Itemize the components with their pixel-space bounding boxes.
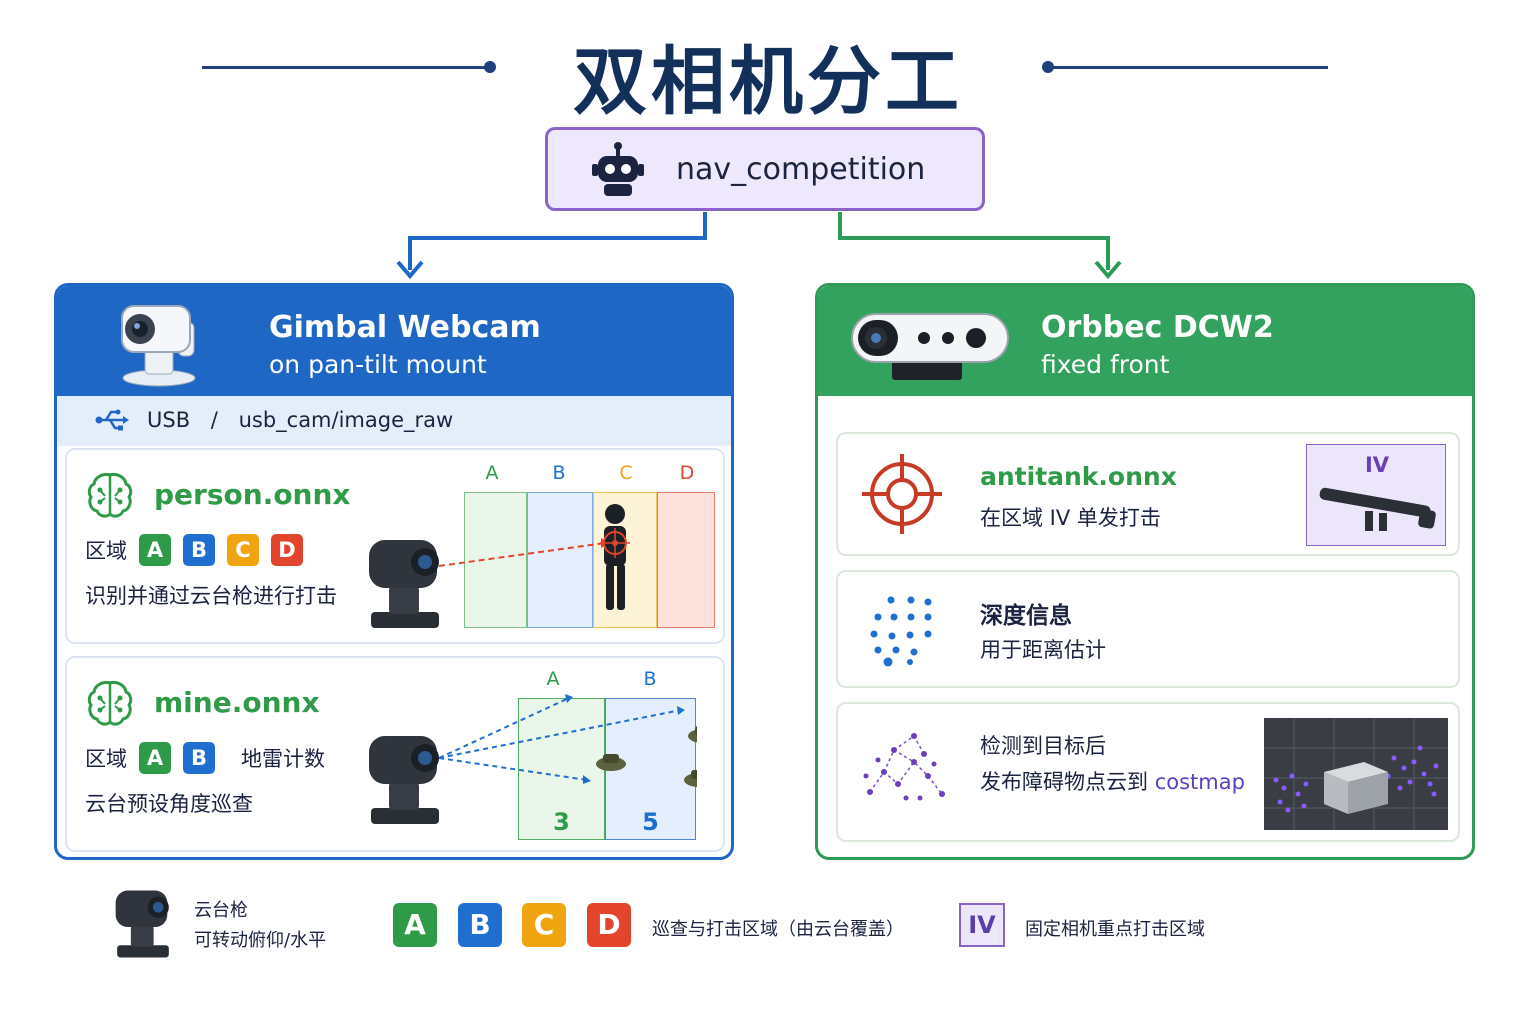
connector-left xyxy=(408,212,707,270)
costmap-line1: 检测到目标后 xyxy=(980,734,1106,758)
badge-zone-b: B xyxy=(183,742,215,774)
title-line-right xyxy=(1048,66,1328,69)
gimbal-webcam-panel: Gimbal Webcam on pan-tilt mount USB / us… xyxy=(54,283,734,860)
depth-title: 深度信息 xyxy=(980,603,1072,629)
diagram-zone-label-b: B xyxy=(643,668,657,690)
person-target-figure xyxy=(438,504,630,610)
brain-icon xyxy=(87,473,133,518)
webcam-icon xyxy=(121,305,196,387)
crosshair-icon xyxy=(862,454,942,534)
orbbec-title: Orbbec DCW2 xyxy=(1041,310,1274,345)
person-model-card: person.onnx 区域 A B C D 识别并通过云台枪进行打击 A B … xyxy=(65,448,725,644)
fixed-zone-iv: IV xyxy=(1306,444,1446,546)
diagram-zone-label-d: D xyxy=(679,462,695,484)
orbbec-panel: Orbbec DCW2 fixed front antitank.onnx 在区… xyxy=(815,283,1475,860)
badge-zone-a: A xyxy=(139,534,171,566)
antitank-card: antitank.onnx 在区域 IV 单发打击 IV xyxy=(836,432,1460,556)
connector-right xyxy=(838,212,1110,270)
costmap-card: 检测到目标后 发布障碍物点云到 costmap xyxy=(836,702,1460,842)
mine-count-label: 地雷计数 xyxy=(241,747,325,771)
mine-model-card: mine.onnx 区域 A B 地雷计数 云台预设角度巡查 A B xyxy=(65,656,725,852)
depth-card: 深度信息 用于距离估计 xyxy=(836,570,1460,688)
diagram-zone-d xyxy=(657,492,715,628)
gimbal-webcam-subtitle: on pan-tilt mount xyxy=(269,350,487,379)
connector-arrows xyxy=(396,212,1122,280)
gimbal-webcam-header: Gimbal Webcam on pan-tilt mount xyxy=(57,286,731,396)
root-node[interactable]: nav_competition xyxy=(545,127,985,211)
legend-zones-text: 巡查与打击区域（由云台覆盖） xyxy=(652,919,904,940)
antitank-description: 在区域 IV 单发打击 xyxy=(980,506,1161,530)
diagram-zone-a xyxy=(518,698,605,840)
legend-badge-b: B xyxy=(458,903,502,947)
legend-fixed-text: 固定相机重点打击区域 xyxy=(1025,919,1205,940)
robot-icon xyxy=(592,142,644,196)
legend-badge-iv: IV xyxy=(959,903,1005,947)
diagram-zone-label-a: A xyxy=(485,462,499,484)
title-dot-right xyxy=(1042,61,1054,73)
mine-model-name: mine.onnx xyxy=(154,686,320,719)
usb-label: USB xyxy=(147,408,191,432)
depth-description: 用于距离估计 xyxy=(980,638,1106,662)
depth-camera-icon xyxy=(851,313,1009,380)
orbbec-subtitle: fixed front xyxy=(1041,350,1170,379)
mine-description: 云台预设角度巡查 xyxy=(85,792,253,816)
title-line-left xyxy=(202,66,490,69)
badge-zone-c: C xyxy=(227,534,259,566)
usb-separator: / xyxy=(210,408,218,432)
page-title: 双相机分工 xyxy=(573,39,963,125)
diagram-zone-b xyxy=(527,492,593,628)
costmap-line2-prefix: 发布障碍物点云到 xyxy=(980,770,1155,794)
antitank-model-name: antitank.onnx xyxy=(980,462,1177,491)
connector-right-arrowhead xyxy=(1094,260,1122,280)
legend-badge-a: A xyxy=(393,903,437,947)
brain-icon xyxy=(87,681,133,726)
person-description: 识别并通过云台枪进行打击 xyxy=(85,584,337,608)
badge-zone-b: B xyxy=(183,534,215,566)
usb-topic-name: usb_cam/image_raw xyxy=(238,408,454,432)
gimbal-webcam-title: Gimbal Webcam xyxy=(269,310,541,345)
diagram-zone-label-c: C xyxy=(619,462,633,484)
badge-zone-d: D xyxy=(271,534,303,566)
diagram-zone-label-a: A xyxy=(546,668,560,690)
legend-gimbal-gun-icon xyxy=(115,890,169,958)
gimbal-gun-icon xyxy=(369,736,439,824)
usb-topic-strip: USB / usb_cam/image_raw xyxy=(57,396,731,446)
point-cloud-icon xyxy=(863,733,945,801)
mine-zone-label: 区域 xyxy=(85,747,127,771)
antitank-weapon-icon xyxy=(1319,487,1436,531)
costmap-highlight: costmap xyxy=(1154,770,1245,794)
legend-gun-line1: 云台枪 xyxy=(194,900,248,921)
gimbal-gun-icon xyxy=(369,540,439,628)
mine-scan-figure xyxy=(438,694,697,787)
usb-icon xyxy=(95,409,129,431)
diagram-zone-label-b: B xyxy=(552,462,566,484)
connector-left-arrowhead xyxy=(396,260,424,280)
mine-count-zone-a: 3 xyxy=(553,808,570,836)
costmap-preview-image xyxy=(1264,718,1448,830)
mine-count-zone-b: 5 xyxy=(642,808,659,836)
fixed-zone-iv-label: IV xyxy=(1364,453,1390,477)
usb-topic: USB / usb_cam/image_raw xyxy=(147,408,453,432)
root-label: nav_competition xyxy=(676,152,926,187)
costmap-line2: 发布障碍物点云到 costmap xyxy=(980,766,1245,796)
person-zone-label: 区域 xyxy=(85,539,127,563)
legend-badge-d: D xyxy=(587,903,631,947)
mine-zone-row: 区域 A B 地雷计数 xyxy=(85,742,325,774)
orbbec-header: Orbbec DCW2 fixed front xyxy=(818,286,1472,396)
legend-gun-line2: 可转动俯仰/水平 xyxy=(194,930,327,951)
person-zone-row: 区域 A B C D xyxy=(85,534,303,566)
depth-dots-icon xyxy=(870,596,932,667)
title-dot-left xyxy=(484,61,496,73)
person-model-name: person.onnx xyxy=(154,478,351,511)
badge-zone-a: A xyxy=(139,742,171,774)
legend-badge-c: C xyxy=(522,903,566,947)
diagram-zone-a xyxy=(464,492,527,628)
